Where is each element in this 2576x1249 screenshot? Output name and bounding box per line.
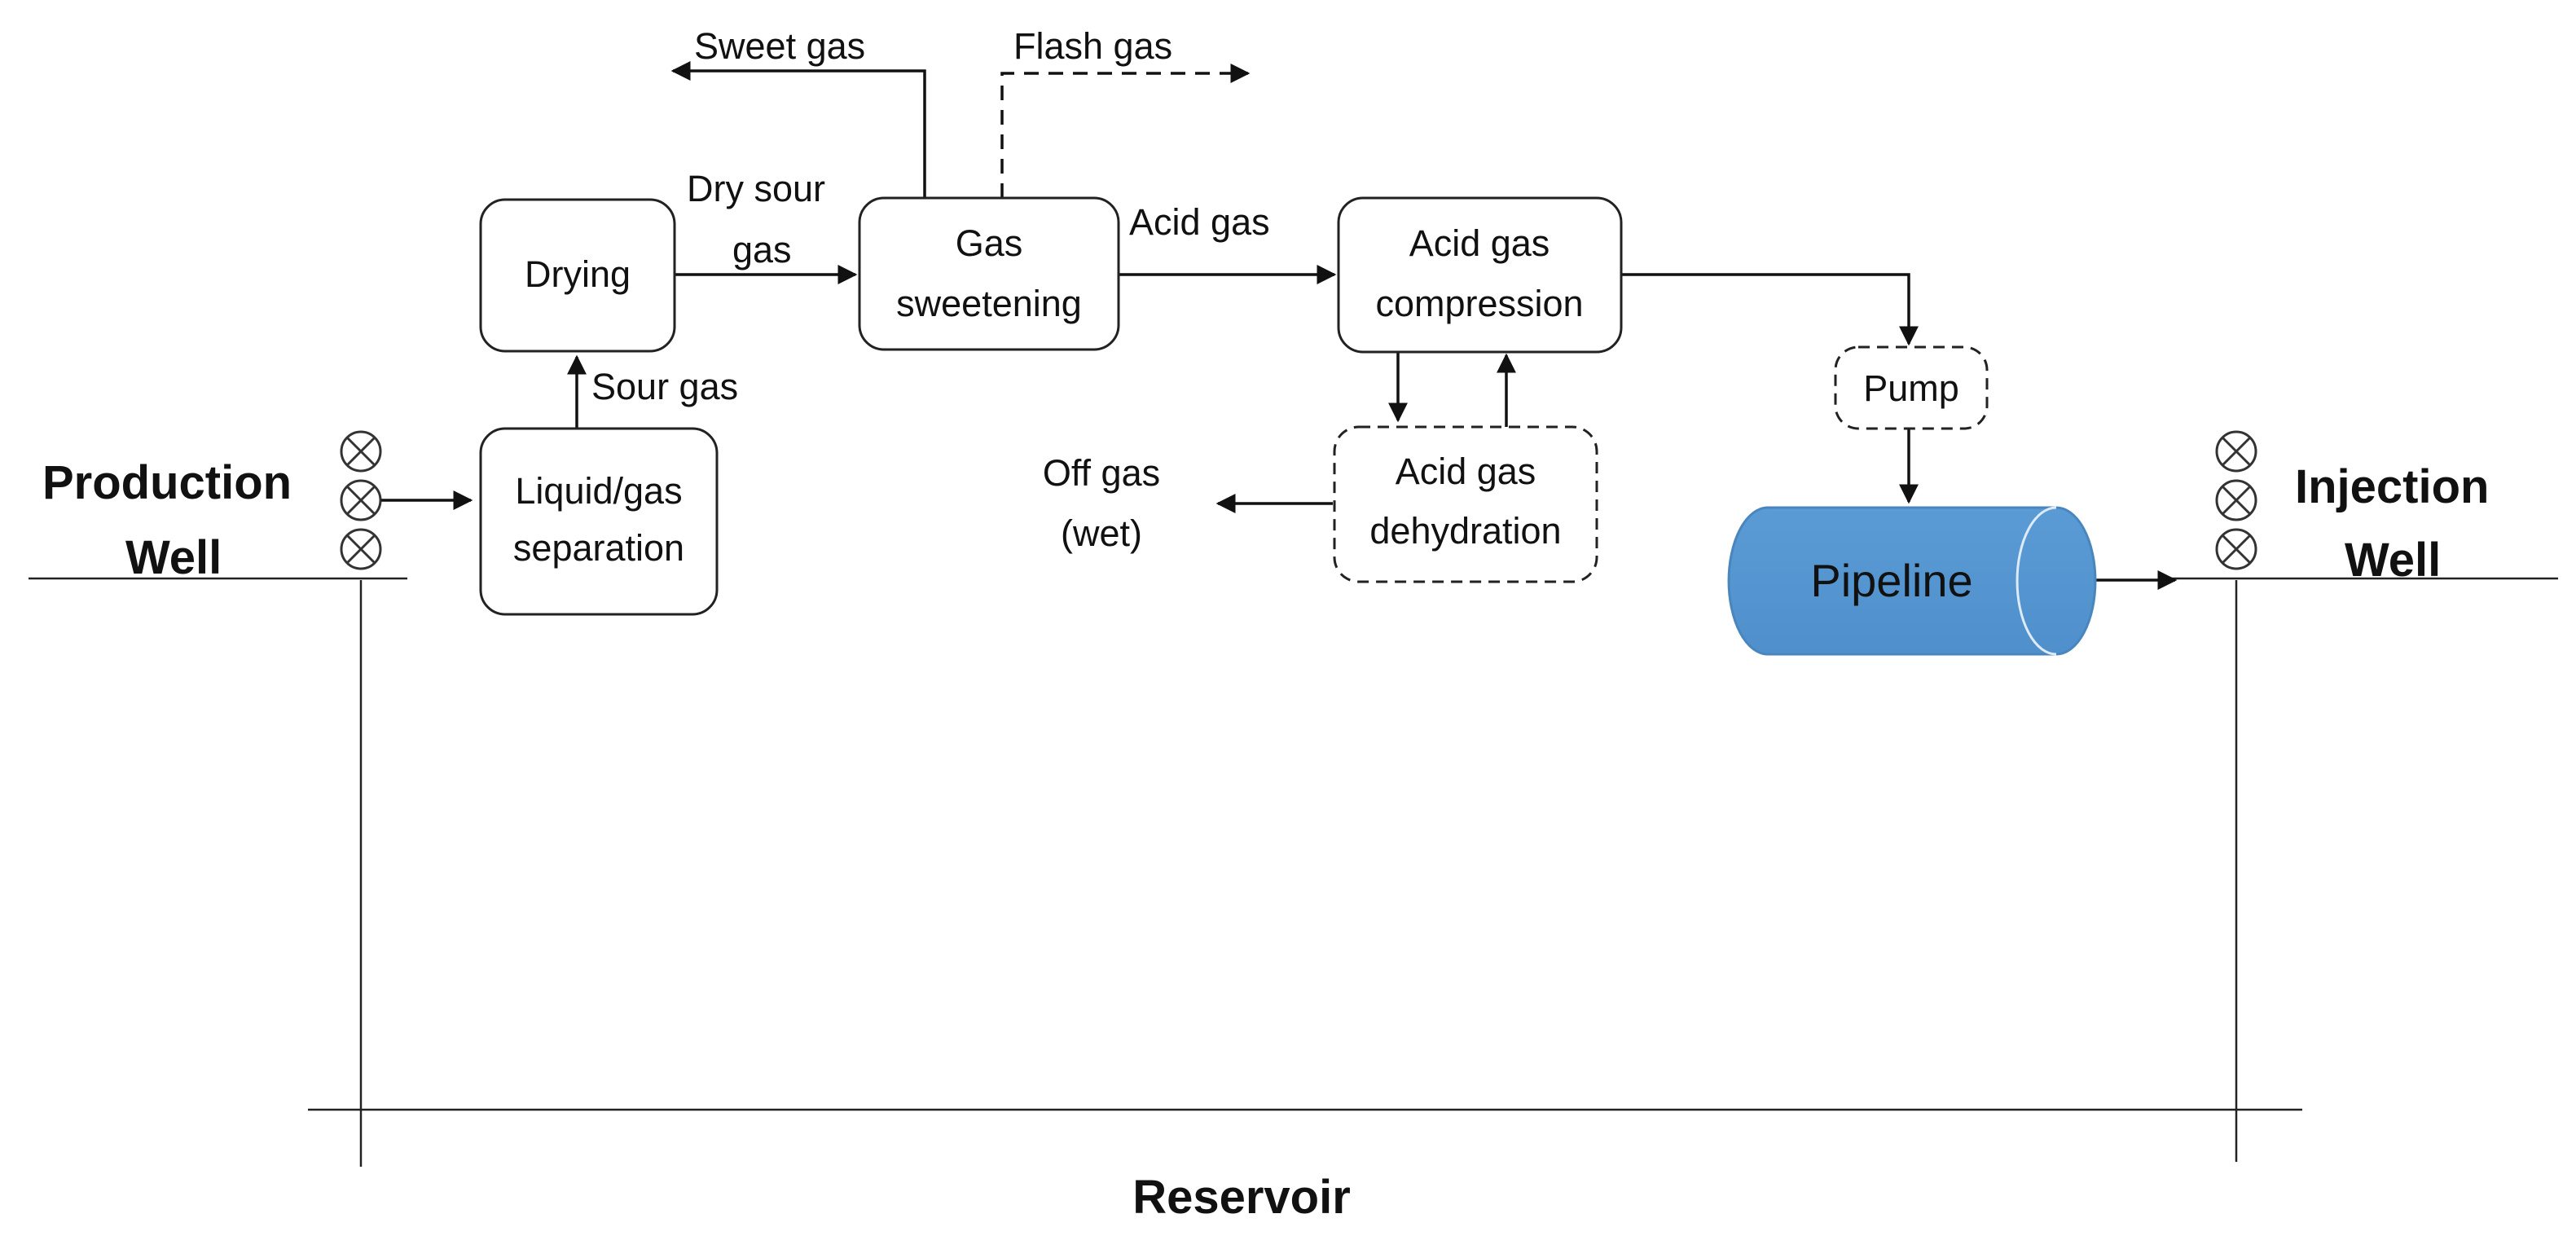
separation-label-line2: separation — [513, 527, 684, 569]
liquid-gas-separation-box: Liquid/gas separation — [479, 427, 719, 616]
valve-icon — [2215, 430, 2257, 473]
production-well-label-line1: Production — [42, 456, 292, 509]
off-gas-label-line1: Off gas — [1043, 452, 1160, 494]
injection-well-label-line1: Injection — [2295, 460, 2489, 513]
drying-label: Drying — [525, 253, 631, 295]
drying-box: Drying — [479, 198, 676, 353]
dehydration-label-line1: Acid gas — [1396, 451, 1536, 492]
valve-icon — [340, 430, 382, 473]
reservoir-label: Reservoir — [1132, 1171, 1351, 1224]
flash-gas-label: Flash gas — [1013, 25, 1172, 67]
dehydration-label-line2: dehydration — [1369, 510, 1561, 552]
gas-sweetening-box: Gas sweetening — [858, 196, 1120, 351]
pump-label: Pump — [1863, 367, 1959, 409]
sweetening-label-line2: sweetening — [896, 283, 1082, 324]
injection-wellhead-valves — [2215, 430, 2257, 570]
dry-sour-gas-label-line1: Dry sour — [687, 168, 825, 209]
flow-compression-to-pump — [1621, 273, 1919, 346]
flow-sweet-gas — [670, 61, 926, 198]
compression-label-line1: Acid gas — [1409, 222, 1550, 264]
sweet-gas-label: Sweet gas — [694, 25, 865, 67]
valve-icon — [340, 528, 382, 570]
pipeline-label: Pipeline — [1810, 555, 1972, 606]
flow-flash-gas — [1000, 64, 1251, 198]
sweetening-label-line1: Gas — [956, 222, 1023, 264]
acid-gas-stream-label: Acid gas — [1129, 201, 1270, 243]
acid-gas-dehydration-box: Acid gas dehydration — [1333, 425, 1598, 583]
pump-box: Pump — [1834, 345, 1989, 430]
off-gas-label-line2: (wet) — [1061, 512, 1142, 554]
acid-gas-compression-box: Acid gas compression — [1337, 196, 1623, 354]
sour-gas-label: Sour gas — [591, 366, 738, 407]
valve-icon — [340, 479, 382, 521]
injection-well-label-line2: Well — [2345, 534, 2441, 587]
valve-icon — [2215, 479, 2257, 521]
valve-icon — [2215, 528, 2257, 570]
compression-label-line2: compression — [1375, 283, 1583, 324]
production-wellhead-valves — [340, 430, 382, 570]
pipeline-cylinder: Pipeline — [1727, 506, 2097, 656]
dry-sour-gas-label-line2: gas — [732, 229, 792, 270]
production-well-label-line2: Well — [125, 531, 222, 584]
separation-label-line1: Liquid/gas — [515, 470, 682, 512]
